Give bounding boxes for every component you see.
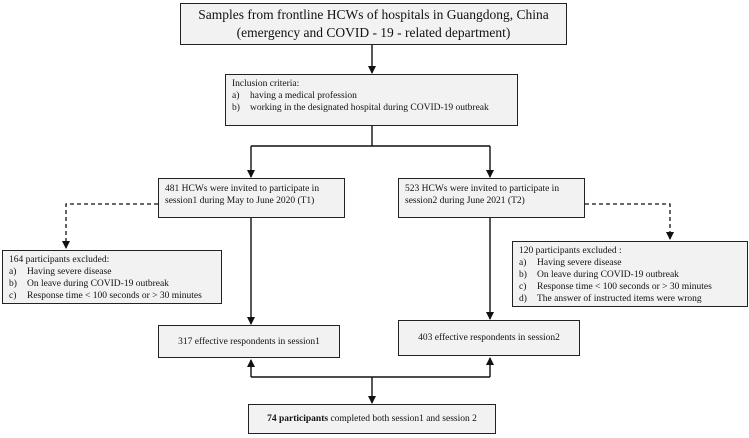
excluded-session1-box: 164 participants excluded: a) Having sev…	[2, 250, 222, 304]
list-text: Having severe disease	[537, 258, 622, 268]
dashed-arrow-excluded-left	[62, 203, 158, 249]
excluded-session2-box: 120 participants excluded : a) Having se…	[512, 241, 748, 307]
session1-invited-line-1: 481 HCWs were invited to participate in	[165, 184, 320, 194]
list-text: Response time < 100 seconds or > 30 minu…	[537, 282, 712, 292]
list-marker: a)	[232, 91, 240, 101]
effective-session2-text: 403 effective respondents in session2	[418, 333, 560, 343]
list-text: On leave during COVID-19 outbreak	[537, 270, 679, 280]
excluded-left-title: 164 participants excluded:	[9, 255, 110, 265]
samples-box: Samples from frontline HCWs of hospitals…	[180, 3, 567, 45]
samples-line-1: Samples from frontline HCWs of hospitals…	[198, 7, 549, 22]
samples-line-2: (emergency and COVID - 19 - related depa…	[236, 25, 511, 40]
list-text: The answer of instructed items were wron…	[537, 294, 702, 304]
session2-invited-box: 523 HCWs were invited to participate in …	[398, 178, 585, 218]
list-text: On leave during COVID-19 outbreak	[27, 279, 169, 289]
session1-invited-line-2: session1 during May to June 2020 (T1)	[165, 196, 315, 206]
list-marker: c)	[9, 291, 17, 301]
list-item: a) Having severe disease	[9, 266, 215, 278]
list-text: having a medical profession	[250, 91, 357, 101]
session2-invited-line-2: session2 during June 2021 (T2)	[405, 196, 525, 206]
list-marker: a)	[9, 267, 17, 277]
list-item: a) having a medical profession	[232, 90, 511, 102]
list-item: a) Having severe disease	[519, 257, 741, 269]
completed-both-box: 74 participants completed both session1 …	[248, 404, 496, 434]
list-marker: b)	[519, 270, 527, 280]
list-text: Having severe disease	[27, 267, 112, 277]
effective-session1-box: 317 effective respondents in session1	[158, 325, 340, 358]
list-item: b) On leave during COVID-19 outbreak	[519, 269, 741, 281]
list-item: b) On leave during COVID-19 outbreak	[9, 278, 215, 290]
list-marker: a)	[519, 258, 527, 268]
inclusion-criteria-box: Inclusion criteria: a) having a medical …	[225, 74, 518, 126]
completed-count: 74 participants	[267, 414, 329, 424]
list-item: b) working in the designated hospital du…	[232, 102, 511, 114]
session1-invited-box: 481 HCWs were invited to participate in …	[158, 178, 345, 218]
list-item: c) Response time < 100 seconds or > 30 m…	[519, 281, 741, 293]
list-item: d) The answer of instructed items were w…	[519, 293, 741, 305]
list-marker: b)	[9, 279, 17, 289]
list-marker: b)	[232, 103, 240, 113]
list-text: Response time < 100 seconds or > 30 minu…	[27, 291, 202, 301]
list-item: c) Response time < 100 seconds or > 30 m…	[9, 290, 215, 302]
excluded-right-title: 120 participants excluded :	[519, 246, 622, 256]
inclusion-title: Inclusion criteria:	[232, 79, 300, 89]
list-text: working in the designated hospital durin…	[250, 103, 489, 113]
dashed-arrow-excluded-right	[585, 203, 674, 240]
completed-both-text: 74 participants completed both session1 …	[267, 413, 477, 425]
list-marker: c)	[519, 282, 527, 292]
session2-invited-line-1: 523 HCWs were invited to participate in	[405, 184, 560, 194]
effective-session2-box: 403 effective respondents in session2	[398, 320, 580, 356]
effective-session1-text: 317 effective respondents in session1	[178, 336, 320, 347]
list-marker: d)	[519, 294, 527, 304]
completed-rest: completed both session1 and session 2	[328, 414, 477, 424]
